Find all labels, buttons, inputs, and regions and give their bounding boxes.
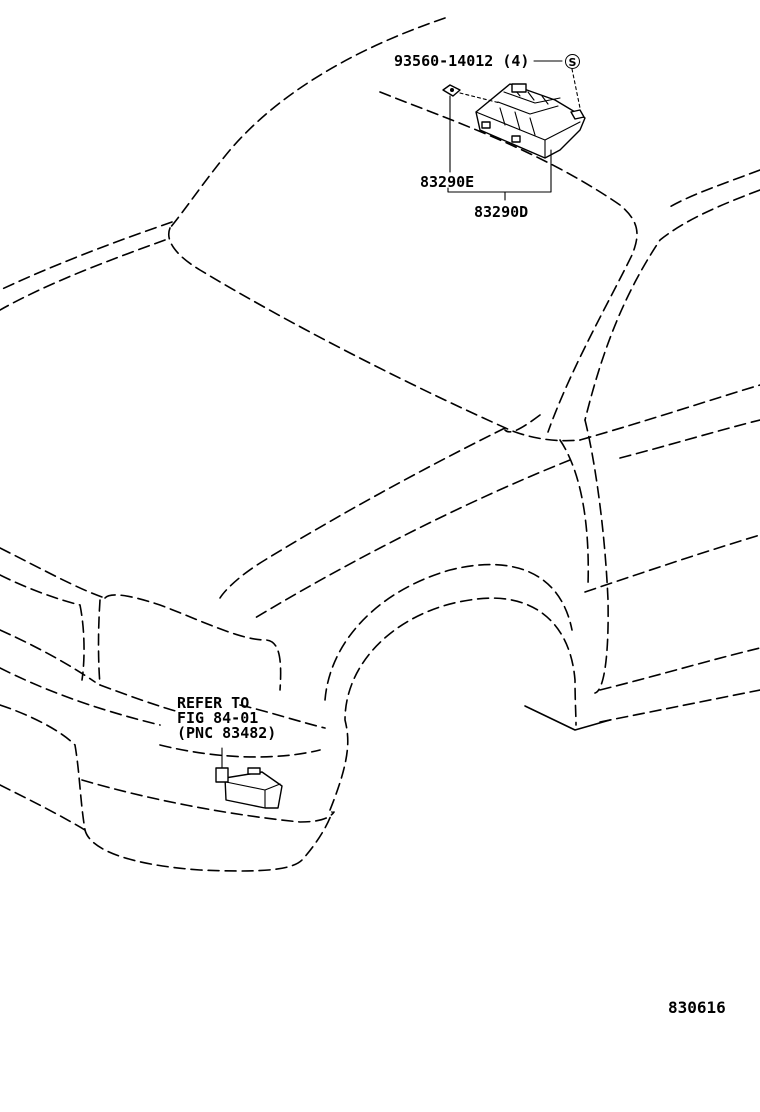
fastener-part-number-label: 93560-14012 (4) [394, 52, 530, 70]
part-83290e-label: 83290E [420, 173, 475, 191]
part-83290d-label: 83290D [474, 203, 529, 221]
supplied-symbol-icon: S [565, 54, 580, 69]
refer-note-line-1: REFER TO [177, 694, 250, 712]
sensor-module-part [215, 747, 283, 809]
vehicle-body-outline [0, 17, 760, 872]
refer-note-line-3: (PNC 83482) [177, 724, 277, 742]
overhead-console-part [442, 60, 586, 201]
refer-note-line-2: FIG 84-01 [177, 709, 259, 727]
figure-number: 830616 [668, 998, 726, 1017]
